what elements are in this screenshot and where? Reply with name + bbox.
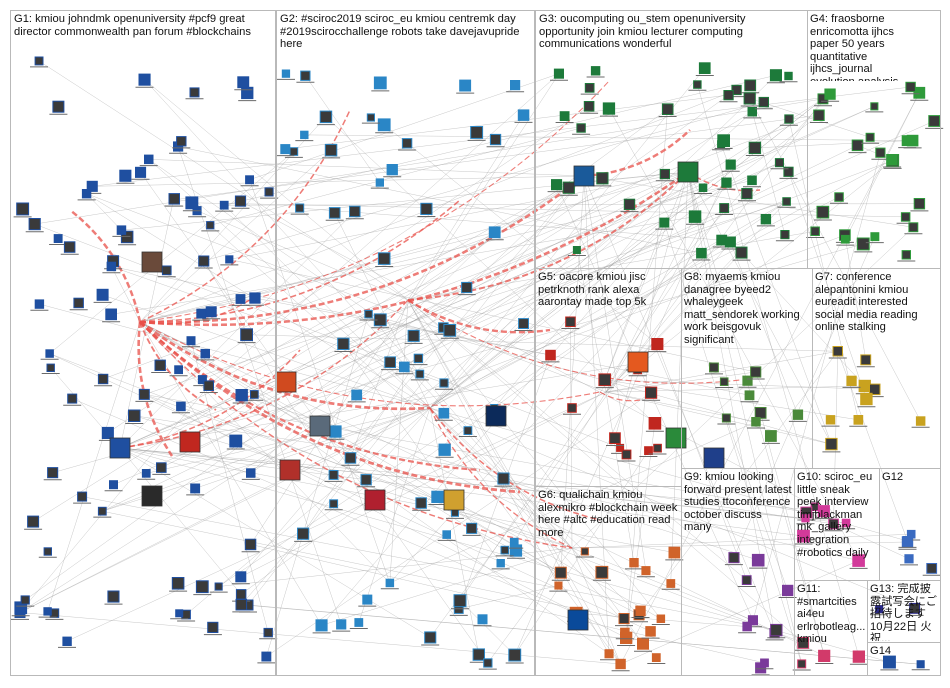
panel-label-g5: G5: oacore kmiou jisc petrknoth rank ale… <box>538 271 678 313</box>
panel-label-g2: G2: #sciroc2019 sciroc_eu kmiou centremk… <box>280 13 532 55</box>
panel-label-g11: G11: #smartcities ai4eu erlrobotleag... … <box>797 583 865 663</box>
panel-g2 <box>276 10 535 676</box>
panel-label-g1: G1: kmiou johndmk openuniversity #pcf9 g… <box>14 13 272 43</box>
panel-label-g3: G3: oucomputing ou_stem openuniversity o… <box>539 13 761 55</box>
panel-label-g13: G13: 完成披露試写会にご招待します 10月22日 火 祝... <box>870 583 938 641</box>
panel-label-g10: G10: sciroc_eu little sneak peek intervi… <box>797 471 877 577</box>
panel-label-g6: G6: qualichain kmiou alexmikro #blockcha… <box>538 489 678 545</box>
panel-label-g14: G14 <box>870 645 938 659</box>
panel-label-g4: G4: fraosborne enricomotta ijhcs paper 5… <box>810 13 918 81</box>
panel-label-g8: G8: myaems kmiou danagree byeed2 whaleyg… <box>684 271 810 351</box>
panel-g1 <box>10 10 276 676</box>
panel-label-g9: G9: kmiou looking forward present latest… <box>684 471 792 551</box>
panel-label-g12: G12 <box>882 471 938 485</box>
panel-label-g7: G7: conference alepantonini kmiou euread… <box>815 271 939 341</box>
